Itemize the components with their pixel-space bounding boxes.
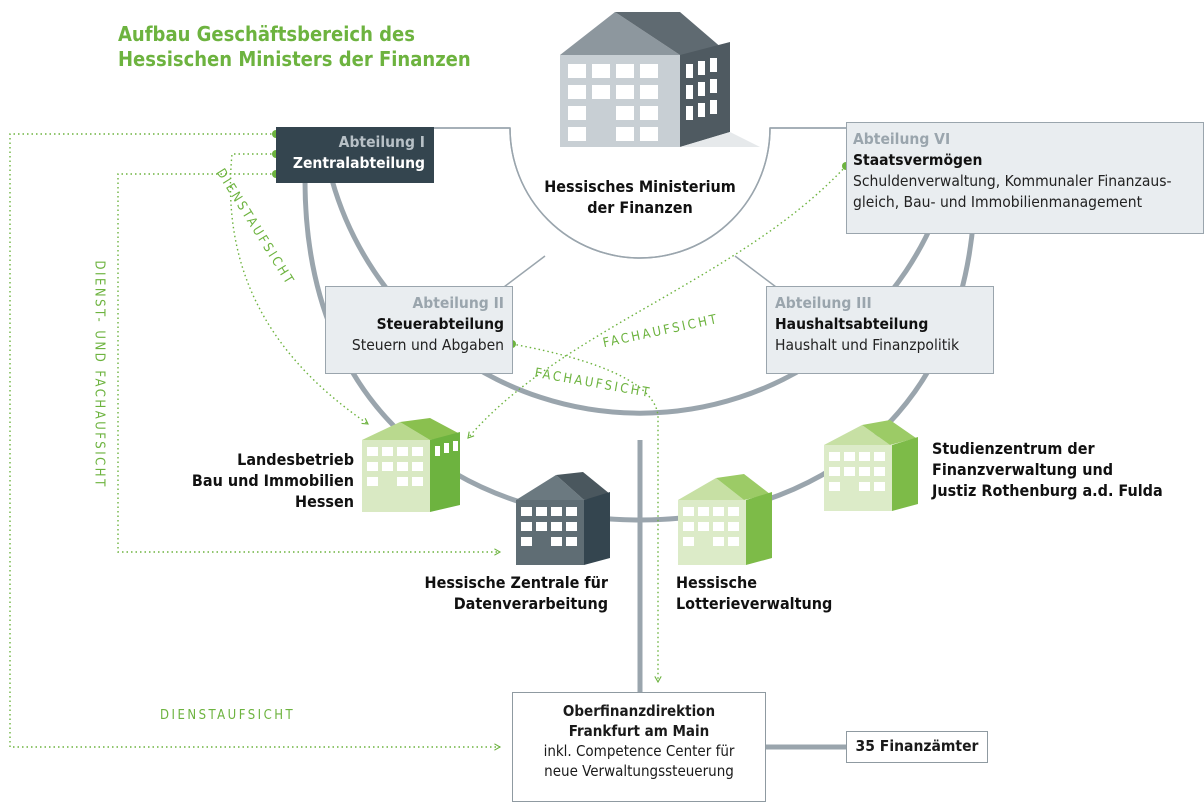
ofd-line-3: inkl. Competence Center für <box>543 742 735 760</box>
lotterie-line-1: Hessische <box>676 573 757 592</box>
abt6-dept: Abteilung VI <box>853 130 951 148</box>
ofd-line-2: Frankfurt am Main <box>568 722 710 740</box>
abt6-name: Staatsvermögen <box>853 151 983 169</box>
ministry-building-icon <box>560 12 760 147</box>
abteilung-3-box: Abteilung III Haushaltsabteilung Haushal… <box>766 286 994 374</box>
studienzentrum-line-2: Finanzverwaltung und <box>932 460 1114 479</box>
abteilung-2-box: Abteilung II Steuerabteilung Steuern und… <box>325 286 513 374</box>
lotterie-label: Hessische Lotterieverwaltung <box>676 572 876 614</box>
lbih-line-3: Hessen <box>295 492 354 511</box>
ministry-label: Hessisches Ministerium der Finanzen <box>520 176 760 218</box>
lbih-line-1: Landesbetrieb <box>237 450 354 469</box>
title-line-1: Aufbau Geschäftsbereich des <box>118 22 415 46</box>
ofd-line-4: neue Verwaltungssteuerung <box>544 762 734 780</box>
abt2-dept: Abteilung II <box>412 294 504 312</box>
ministry-outline <box>509 127 771 259</box>
finanzaemter-box: 35 Finanzämter <box>846 731 988 763</box>
dienstaufsicht-bottom-label: DIENSTAUFSICHT <box>160 708 296 723</box>
lbih-label: Landesbetrieb Bau und Immobilien Hessen <box>180 449 354 512</box>
abteilung-1-box: Abteilung I Zentralabteilung <box>276 127 434 183</box>
lbih-line-2: Bau und Immobilien <box>191 471 354 490</box>
abt6-desc-2: gleich, Bau- und Immobilienmanagement <box>853 193 1143 211</box>
abt3-dept: Abteilung III <box>775 294 872 312</box>
hzd-line-1: Hessische Zentrale für <box>424 573 608 592</box>
abt3-desc: Haushalt und Finanzpolitik <box>775 336 960 354</box>
ministry-line-2: der Finanzen <box>587 198 693 217</box>
lotterie-building-icon <box>678 474 772 565</box>
studienzentrum-label: Studienzentrum der Finanzverwaltung und … <box>932 438 1200 501</box>
title-line-2: Hessischen Ministers der Finanzen <box>118 47 471 71</box>
lbih-building-icon <box>362 418 460 512</box>
hzd-label: Hessische Zentrale für Datenverarbeitung <box>400 572 608 614</box>
studienzentrum-line-3: Justiz Rothenburg a.d. Fulda <box>932 481 1163 500</box>
abt1-dept: Abteilung I <box>338 133 425 151</box>
abt6-desc-1: Schuldenverwaltung, Kommunaler Finanzaus… <box>853 172 1172 190</box>
abteilung-6-box: Abteilung VI Staatsvermögen Schuldenverw… <box>846 122 1204 234</box>
dienst-fach-label: DIENST- UND FACHAUFSICHT <box>91 260 107 489</box>
ofd-box: Oberfinanzdirektion Frankfurt am Main in… <box>512 692 766 802</box>
abt1-name: Zentralabteilung <box>292 154 425 172</box>
page-title: Aufbau Geschäftsbereich des Hessischen M… <box>118 22 538 72</box>
lotterie-line-2: Lotterieverwaltung <box>676 594 833 613</box>
abt2-desc: Steuern und Abgaben <box>351 336 504 354</box>
studienzentrum-line-1: Studienzentrum der <box>932 439 1095 458</box>
hzd-building-icon <box>516 472 610 565</box>
studienzentrum-building-icon <box>824 420 918 511</box>
ofd-line-1: Oberfinanzdirektion <box>562 702 716 720</box>
hzd-line-2: Datenverarbeitung <box>453 594 608 613</box>
abt3-name: Haushaltsabteilung <box>775 315 929 333</box>
abt2-name: Steuerabteilung <box>376 315 504 333</box>
ministry-line-1: Hessisches Ministerium <box>544 177 736 196</box>
